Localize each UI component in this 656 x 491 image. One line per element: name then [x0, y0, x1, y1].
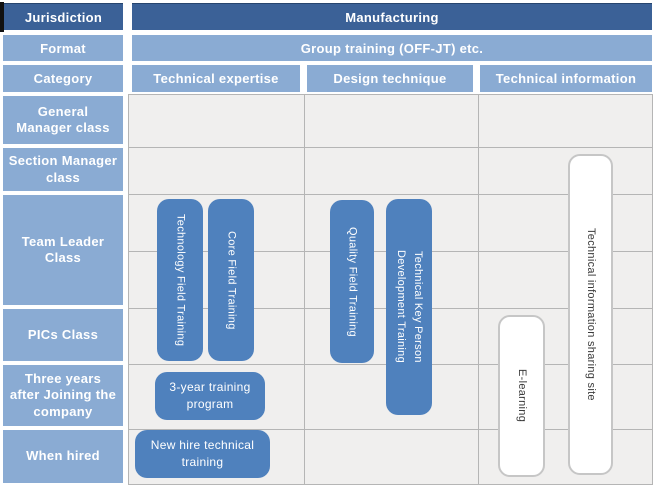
pill-technical-key-person-label: Technical Key Person Development Trainin…: [395, 250, 424, 364]
row-label-pics-class: PICs Class: [3, 309, 123, 361]
row-label-three-years: Three years after Joining the company: [3, 365, 123, 426]
grid-line-v2: [478, 95, 479, 484]
category-col-technical-expertise: Technical expertise: [132, 65, 300, 92]
category-col-design-technique: Design technique: [307, 65, 473, 92]
grid-line-v1: [304, 95, 305, 484]
pill-technical-key-person: Technical Key Person Development Trainin…: [386, 199, 432, 415]
pill-new-hire-technical-training: New hire technical training: [135, 430, 270, 478]
jurisdiction-header: Jurisdiction: [4, 3, 123, 30]
pill-quality-field-training: Quality Field Training: [330, 200, 374, 363]
row-label-when-hired: When hired: [3, 430, 123, 483]
category-header: Category: [3, 65, 123, 92]
jurisdiction-value: Manufacturing: [132, 3, 652, 30]
row-label-section-manager: Section Manager class: [3, 148, 123, 191]
format-value: Group training (OFF-JT) etc.: [132, 35, 652, 61]
grid-line-h1: [129, 147, 652, 148]
pill-technology-field-training-label: Technology Field Training: [174, 213, 187, 347]
row-label-team-leader: Team Leader Class: [3, 195, 123, 305]
row-label-general-manager: General Manager class: [3, 96, 123, 144]
pill-e-learning: E-learning: [498, 315, 545, 477]
grid-line-h6: [129, 429, 652, 430]
pill-core-field-training: Core Field Training: [208, 199, 254, 361]
pill-quality-field-training-label: Quality Field Training: [346, 226, 359, 337]
pill-3-year-training-program: 3-year training program: [155, 372, 265, 420]
pill-e-learning-label: E-learning: [516, 369, 528, 423]
grid-line-h2: [129, 194, 652, 195]
left-accent-bar: [0, 2, 4, 32]
format-header: Format: [3, 35, 123, 61]
pill-technology-field-training: Technology Field Training: [157, 199, 203, 361]
pill-technical-information-sharing-site: Technical information sharing site: [568, 154, 613, 475]
category-col-technical-information: Technical information: [480, 65, 652, 92]
pill-core-field-training-label: Core Field Training: [225, 230, 238, 330]
pill-technical-information-sharing-site-label: Technical information sharing site: [585, 228, 597, 401]
